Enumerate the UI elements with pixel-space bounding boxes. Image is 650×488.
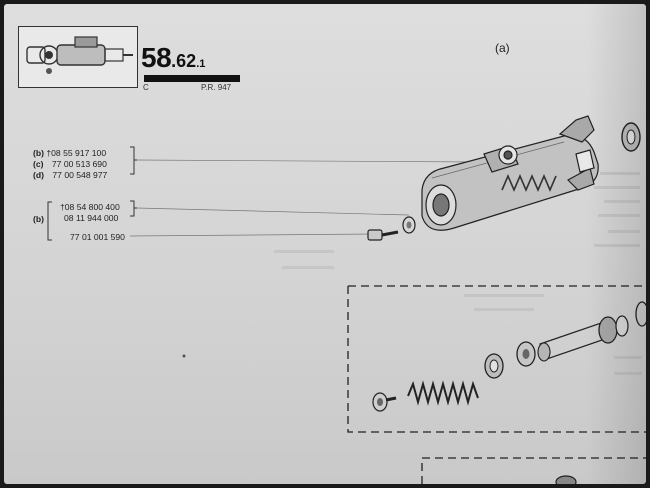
part-number: 08 11 944 000 (64, 213, 119, 223)
page-shadow (586, 4, 646, 484)
part-number: 77 00 548 977 (52, 170, 108, 180)
catalog-page: 58.62.1 C P.R. 947 (a) (4, 4, 646, 484)
part-number: †08 54 800 400 (60, 202, 120, 212)
reference-underline (144, 75, 240, 82)
part-number: 77 01 001 590 (70, 232, 125, 242)
master-cylinder-thumbnail-icon (18, 26, 138, 88)
code-pr: P.R. 947 (201, 83, 232, 92)
part-row: (d) 77 00 548 977 (33, 170, 107, 180)
part-row: (b) †08 55 917 100 (33, 148, 106, 158)
cylinder-body (421, 115, 599, 231)
part-row: (c) 77 00 513 690 (33, 159, 107, 169)
part-number: 77 00 513 690 (51, 159, 107, 169)
exploded-parts-drawing (347, 285, 646, 484)
ref-main: 58 (141, 42, 172, 73)
figure-letter: (a) (495, 41, 510, 55)
master-cylinder-drawing (47, 115, 646, 484)
part-number: †08 55 917 100 (46, 148, 107, 158)
code-c: C (143, 83, 149, 92)
part-variant: (c) (33, 159, 44, 169)
page-reference: 58.62.1 (141, 42, 205, 74)
ref-sub: .1 (196, 58, 206, 70)
part-variant: (b) (33, 148, 44, 158)
part-variant: (d) (33, 170, 44, 180)
ref-mid: .62 (171, 51, 197, 71)
group-variant: (b) (33, 214, 44, 224)
